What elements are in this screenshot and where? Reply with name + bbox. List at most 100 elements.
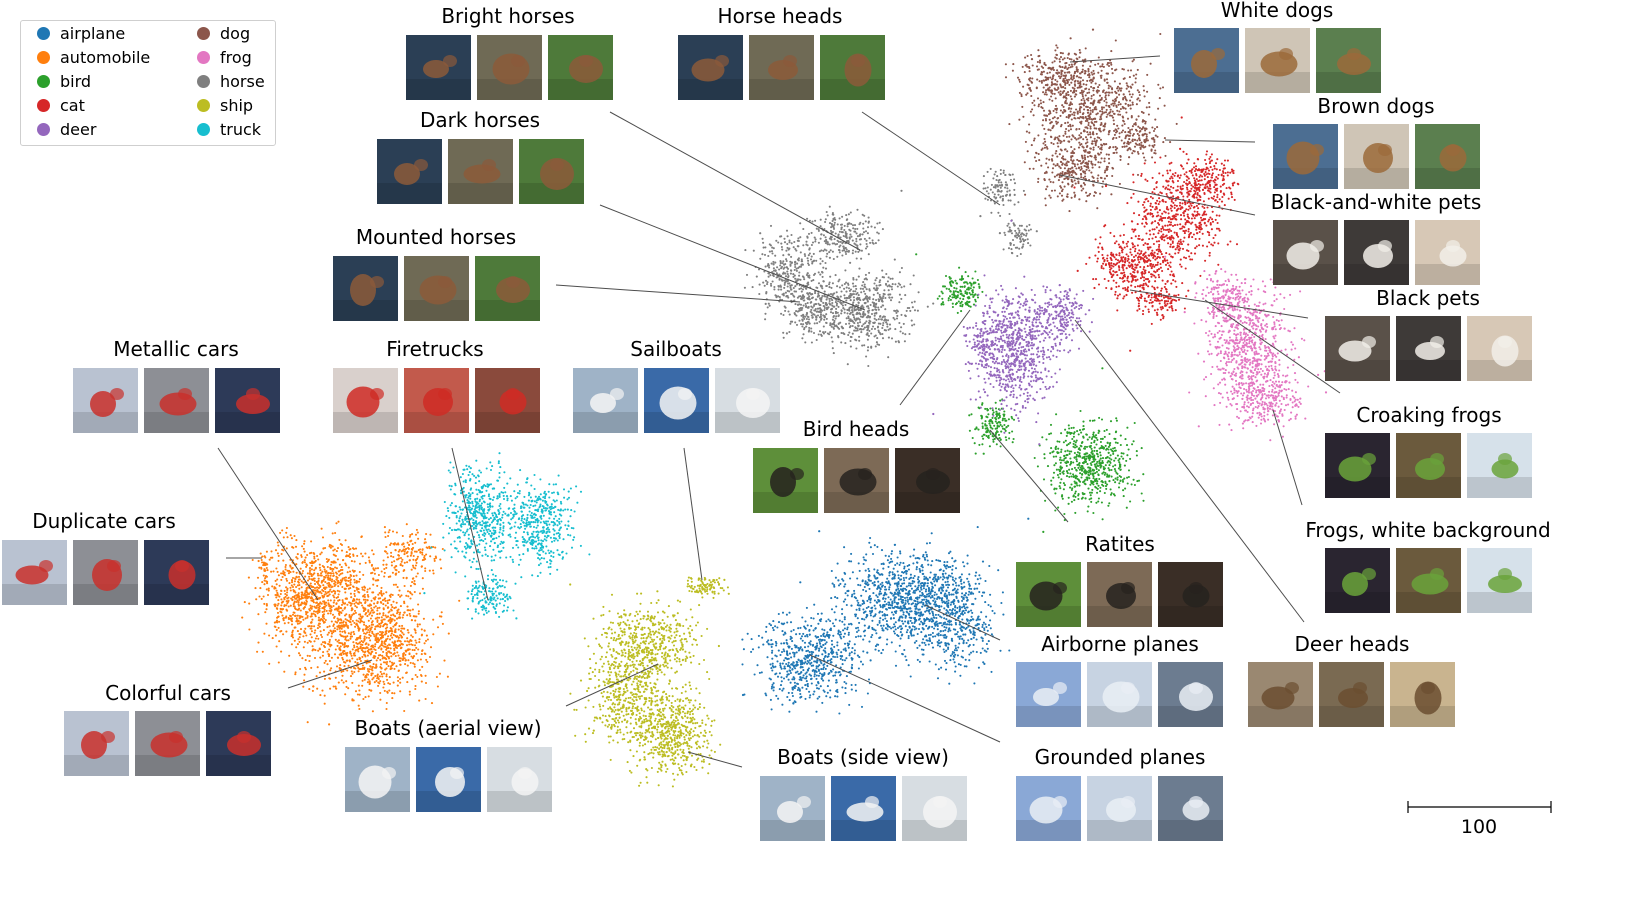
data-point: [821, 309, 824, 312]
data-point: [1006, 187, 1009, 190]
data-point: [1098, 83, 1101, 87]
data-point: [1208, 162, 1211, 165]
data-point: [1217, 392, 1221, 395]
data-point: [1156, 286, 1159, 289]
data-point: [1174, 309, 1177, 312]
data-point: [1268, 384, 1271, 388]
data-point: [1184, 203, 1187, 206]
data-point: [1167, 184, 1170, 187]
data-point: [1284, 348, 1287, 351]
data-point: [1123, 246, 1126, 249]
data-point: [1175, 233, 1178, 236]
data-point: [772, 275, 775, 278]
data-point: [757, 268, 761, 271]
data-point: [851, 319, 854, 322]
data-point: [1085, 105, 1088, 108]
data-point: [1169, 238, 1172, 241]
data-point: [1021, 238, 1024, 241]
data-point: [1267, 361, 1270, 364]
data-point: [762, 241, 765, 244]
data-point: [1073, 91, 1076, 94]
data-point: [1126, 288, 1129, 291]
data-point: [1208, 251, 1211, 254]
data-point: [992, 186, 995, 189]
data-point: [1199, 228, 1202, 231]
data-point: [1206, 230, 1209, 233]
data-point: [855, 347, 858, 350]
data-point: [1136, 89, 1139, 92]
data-point: [1227, 398, 1230, 401]
data-point: [1010, 229, 1013, 232]
data-point: [1145, 257, 1148, 260]
data-point: [821, 275, 824, 278]
data-point: [1050, 95, 1053, 98]
data-point: [1096, 112, 1099, 115]
data-point: [1062, 134, 1065, 137]
data-point: [1100, 157, 1103, 160]
data-point: [1166, 172, 1169, 175]
data-point: [1168, 228, 1171, 231]
data-point: [1163, 257, 1166, 261]
data-point: [1079, 121, 1082, 124]
data-point: [1293, 327, 1296, 330]
data-point: [1082, 176, 1085, 179]
data-point: [854, 227, 857, 231]
data-point: [1300, 337, 1303, 340]
data-point: [1230, 429, 1233, 432]
data-point: [1214, 234, 1217, 237]
data-point: [1114, 128, 1117, 131]
data-point: [1194, 296, 1197, 299]
data-point: [826, 295, 829, 298]
data-point: [1216, 158, 1219, 161]
data-point: [1206, 278, 1209, 281]
data-point: [1228, 329, 1231, 333]
data-point: [787, 296, 790, 299]
data-point: [1136, 139, 1139, 142]
data-point: [1127, 103, 1130, 106]
data-point: [1202, 200, 1205, 203]
data-point: [868, 289, 871, 292]
data-point: [1231, 373, 1234, 376]
data-point: [1135, 266, 1138, 269]
data-point: [1209, 179, 1212, 182]
data-point: [1111, 137, 1114, 141]
data-point: [1105, 143, 1108, 146]
data-point: [1224, 293, 1227, 296]
data-point: [1245, 353, 1248, 356]
data-point: [857, 317, 860, 320]
data-point: [1088, 106, 1092, 109]
data-point: [1052, 125, 1055, 128]
data-point: [814, 309, 817, 312]
data-point: [1021, 105, 1024, 108]
data-point: [1081, 157, 1084, 160]
data-point: [870, 345, 873, 348]
data-point: [1081, 95, 1084, 98]
data-point: [1161, 279, 1164, 282]
data-point: [1004, 194, 1007, 197]
data-point: [1114, 148, 1117, 151]
data-point: [1291, 406, 1294, 409]
data-point: [854, 308, 857, 311]
data-point: [1148, 254, 1151, 257]
data-point: [786, 242, 789, 246]
data-point: [1143, 276, 1146, 279]
data-point: [805, 323, 808, 326]
data-point: [1073, 163, 1076, 166]
data-point: [1020, 93, 1023, 96]
data-point: [843, 228, 846, 232]
data-point: [1239, 333, 1242, 337]
data-point: [792, 246, 795, 249]
data-point: [1056, 142, 1059, 145]
data-point: [1082, 130, 1085, 133]
data-point: [1022, 85, 1025, 88]
data-point: [1157, 273, 1160, 276]
data-point: [850, 235, 853, 238]
data-point: [836, 311, 839, 314]
data-point: [807, 293, 810, 296]
data-point: [885, 272, 888, 276]
data-point: [1158, 256, 1161, 259]
data-point: [825, 284, 828, 288]
data-point: [859, 233, 862, 236]
data-point: [794, 263, 797, 266]
data-point: [802, 227, 805, 231]
